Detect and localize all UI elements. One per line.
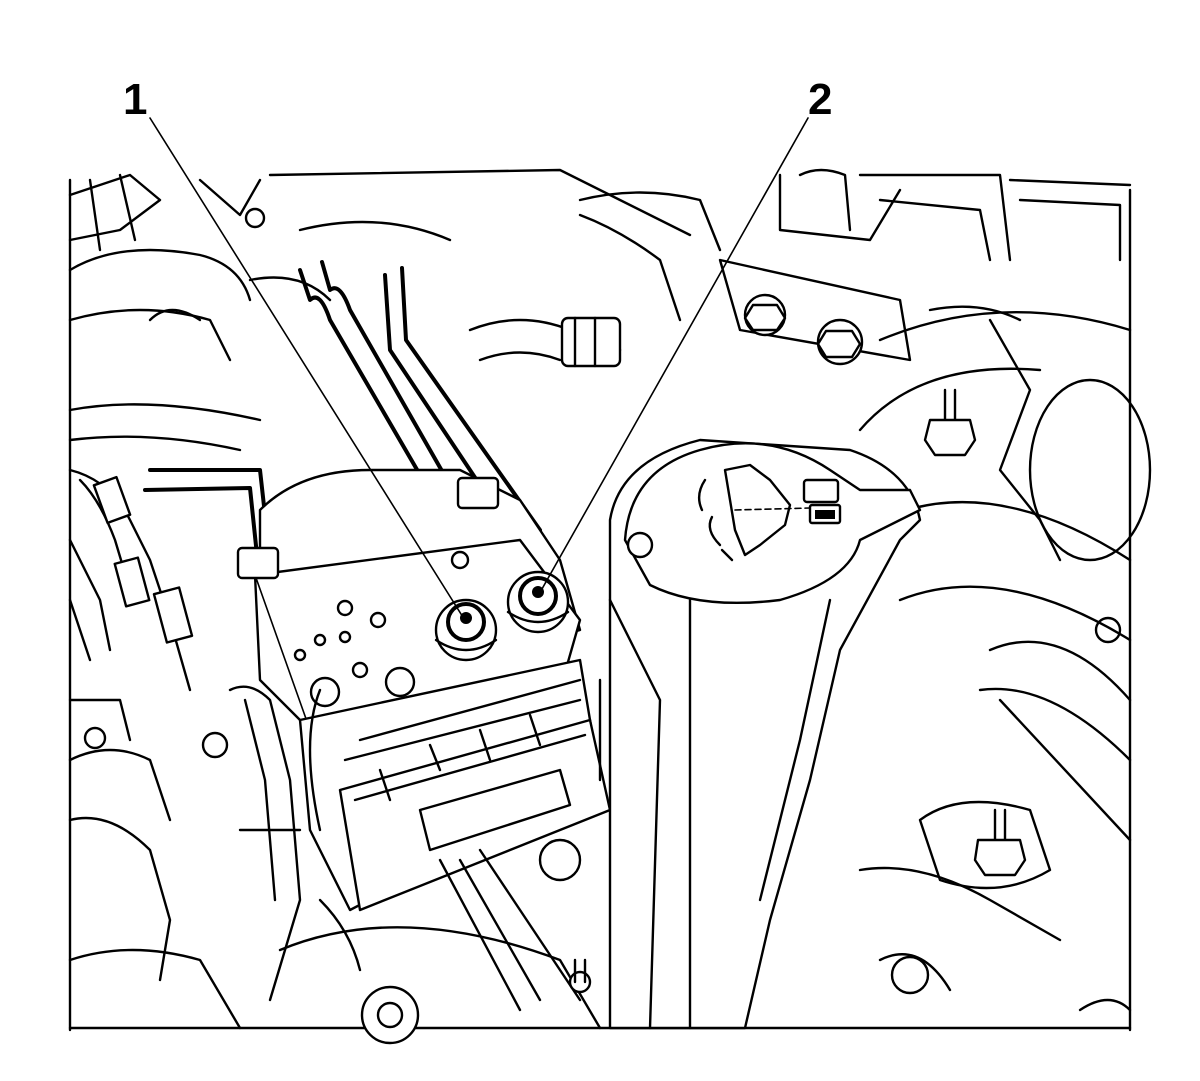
leader-line-1 xyxy=(150,118,466,622)
washer-fluid-wiper-symbol-icon xyxy=(699,465,840,560)
bolt-icon xyxy=(745,295,785,335)
bolt-icon xyxy=(818,320,862,364)
callout-label-1: 1 xyxy=(123,75,148,124)
left-brake-lines xyxy=(70,470,240,1028)
mounting-bracket xyxy=(230,687,600,1043)
brake-line-fitting-1 xyxy=(436,600,496,660)
stud-bolt-icon xyxy=(975,810,1025,875)
leader-line-2 xyxy=(538,118,808,596)
washer-fluid-reservoir xyxy=(610,440,920,1028)
callout-leaders xyxy=(150,118,808,622)
stud-bolt-icon xyxy=(925,390,975,455)
brake-line-fitting-2 xyxy=(508,572,568,632)
callout-label-2: 2 xyxy=(808,75,833,124)
abs-hydraulic-modulator xyxy=(238,470,580,730)
background-engine-bay xyxy=(70,170,1150,1030)
